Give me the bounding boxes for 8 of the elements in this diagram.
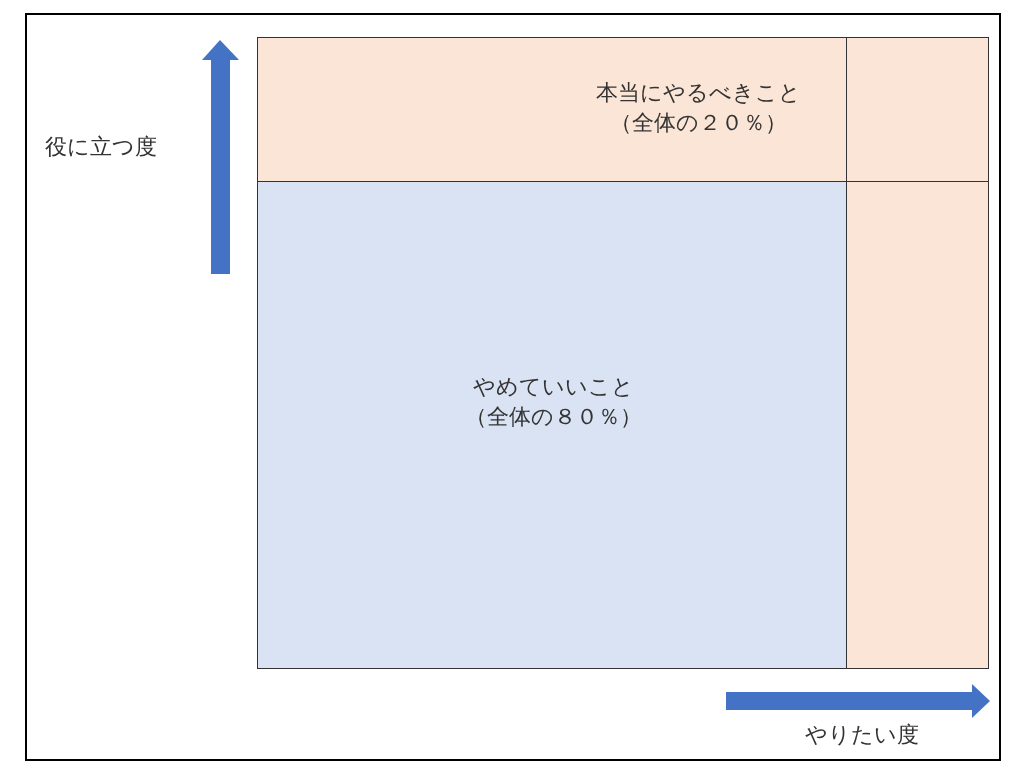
share-note: （全体の８０％）	[463, 403, 643, 431]
top-band	[257, 37, 847, 182]
share-note: （全体の２０％）	[608, 109, 788, 137]
quadrant-title: やめていいこと	[471, 373, 635, 401]
quadrant-box	[257, 181, 847, 669]
axis-label: 役に立つ度	[45, 133, 157, 161]
axis-label: やりたい度	[805, 721, 919, 749]
quadrant-title: 本当にやるべきこと	[594, 79, 802, 107]
